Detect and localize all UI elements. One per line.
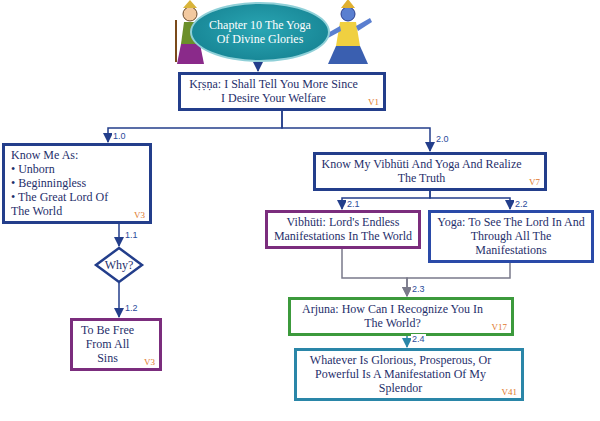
node-text: Arjuna: How Can I Recognize You In The W… [296,302,489,330]
node-text: Yoga: To See The Lord In And Through All… [436,215,586,257]
step-number: 2.4 [411,334,426,344]
node-text: • Beginningless [11,176,127,190]
connector-arrow [342,191,430,209]
process-box: Vibhūti: Lord's Endless Manifestations I… [265,210,421,249]
verse-number: V3 [144,357,155,367]
node-text: To Be Free From All Sins [78,323,137,365]
verse-number: V1 [368,97,379,107]
process-box: Kṛṣṇa: I Shall Tell You More Since I Des… [178,72,386,111]
step-number: 1.2 [124,303,139,313]
chapter-title: Chapter 10 The Yoga Of Divine Glories [208,18,312,46]
node-text: Kṛṣṇa: I Shall Tell You More Since I Des… [186,77,361,105]
verse-number: V3 [134,210,145,220]
process-box: Know Me As:• Unborn• Beginningless• The … [2,143,152,224]
node-text: • Unborn [11,162,127,176]
connector-arrow [108,111,282,142]
process-box: Yoga: To See The Lord In And Through All… [428,210,594,263]
diamond-shape [96,248,142,282]
process-box: Whatever Is Glorious, Prosperous, Or Pow… [294,348,524,401]
process-box: Arjuna: How Can I Recognize You In The W… [288,297,514,336]
connector-arrow [407,263,510,296]
node-text: Vibhūti: Lord's Endless Manifestations I… [273,215,413,243]
connector-arrow [257,62,259,71]
node-text: • The Great Lord Of The World [11,190,127,218]
connector-arrow [430,191,510,209]
node-text: Know My Vibhūti And Yoga And Realize The… [321,157,522,185]
connector-arrow [118,283,120,317]
step-number: 1.0 [112,131,127,141]
decision-diamond: Why? [95,247,143,283]
title-ellipse: Chapter 10 The Yoga Of Divine Glories [190,2,330,62]
verse-number: V7 [529,177,540,187]
verse-number: V17 [492,322,508,332]
connector-arrow [406,336,408,347]
node-text: Whatever Is Glorious, Prosperous, Or Pow… [302,353,499,395]
step-number: 2.1 [346,199,361,209]
connector-arrow [118,224,120,246]
step-number: 1.1 [124,230,139,240]
verse-number: V41 [502,387,518,397]
step-number: 2.0 [435,134,450,144]
step-number: 2.3 [411,284,426,294]
node-text: Why? [105,258,134,272]
process-box: Know My Vibhūti And Yoga And Realize The… [313,152,547,191]
connector-arrow [282,111,430,151]
node-text: Know Me As: [11,148,127,162]
step-number: 2.2 [514,199,529,209]
process-box: To Be Free From All SinsV3 [70,318,162,371]
connector-arrow [342,249,407,296]
krishna-figure [326,0,372,64]
